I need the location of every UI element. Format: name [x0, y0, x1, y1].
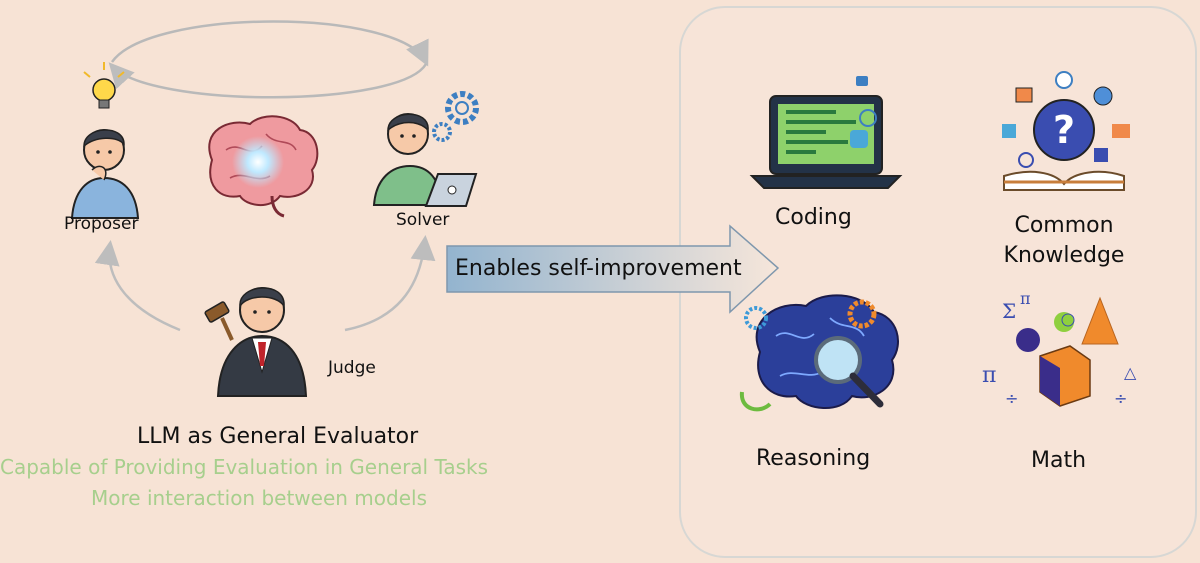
lightbulb-icon [83, 62, 125, 109]
svg-text:÷: ÷ [1114, 389, 1127, 408]
reasoning-brain-icon [739, 294, 899, 412]
book-question-icon: ? [1002, 71, 1130, 191]
math-label: Math [1031, 448, 1087, 473]
coding-laptop-icon [749, 76, 903, 189]
common-knowledge-label: Common Knowledge [996, 211, 1132, 271]
subtitle-line-2: More interaction between models [91, 486, 427, 510]
brain-icon [208, 115, 319, 218]
common-knowledge-line-1: Common [1014, 213, 1114, 238]
judge-figure [204, 287, 308, 397]
common-knowledge-line-2: Knowledge [1003, 243, 1125, 268]
solver-label: Solver [396, 210, 450, 230]
solver-figure [372, 113, 478, 207]
judge-arrows [94, 235, 436, 332]
svg-text:?: ? [1053, 108, 1075, 152]
gears-icon [432, 91, 479, 142]
arrow-text: Enables self-improvement [455, 256, 742, 281]
svg-text:Σ: Σ [1002, 299, 1016, 323]
judge-label: Judge [328, 358, 376, 378]
left-title: LLM as General Evaluator [137, 424, 419, 449]
proposer-label: Proposer [64, 214, 139, 234]
cycle-arrow [108, 20, 429, 99]
math-shapes-icon: Σ π π ÷ △ ÷ [982, 289, 1137, 408]
coding-label: Coding [775, 205, 852, 230]
subtitle-line-1: Capable of Providing Evaluation in Gener… [0, 455, 489, 479]
proposer-figure [70, 129, 140, 219]
svg-text:÷: ÷ [1005, 389, 1018, 408]
svg-text:△: △ [1124, 363, 1137, 382]
self-improvement-arrow [446, 224, 780, 314]
svg-text:π: π [1020, 289, 1031, 308]
reasoning-label: Reasoning [756, 446, 871, 471]
svg-text:π: π [982, 363, 996, 388]
